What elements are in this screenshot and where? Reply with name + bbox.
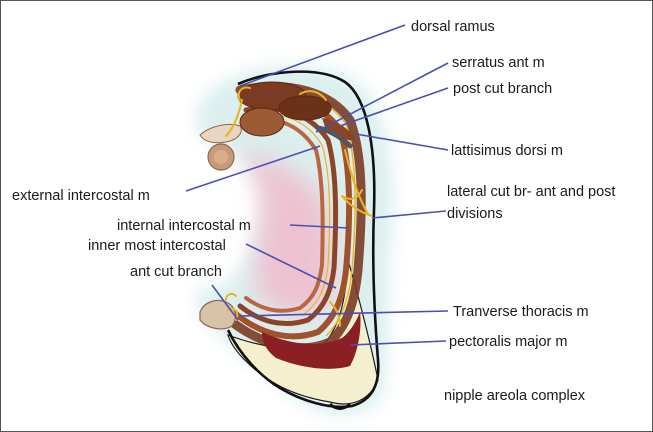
label-external-intercostal-m: external intercostal m xyxy=(12,188,150,204)
label-dorsal-ramus: dorsal ramus xyxy=(411,19,495,35)
label-ant-cut-branch: ant cut branch xyxy=(130,264,222,280)
label-pectoralis-major-m: pectoralis major m xyxy=(449,334,567,350)
sternum xyxy=(200,300,235,328)
label-post-cut-branch: post cut branch xyxy=(453,81,552,97)
label-lateral-cut-br-line2: divisions xyxy=(447,206,503,222)
label-tranverse-thoracis-m: Tranverse thoracis m xyxy=(453,304,589,320)
label-serratus-ant-m: serratus ant m xyxy=(452,55,545,71)
label-nipple-areola-complex: nipple areola complex xyxy=(444,388,586,404)
label-internal-intercostal-m: internal intercostal m xyxy=(117,218,251,234)
label-inner-most-intercostal: inner most intercostal xyxy=(88,238,226,254)
label-lattisimus-dorsi-m: lattisimus dorsi m xyxy=(451,143,563,159)
label-lateral-cut-br-line1: lateral cut br- ant and post xyxy=(447,184,615,200)
